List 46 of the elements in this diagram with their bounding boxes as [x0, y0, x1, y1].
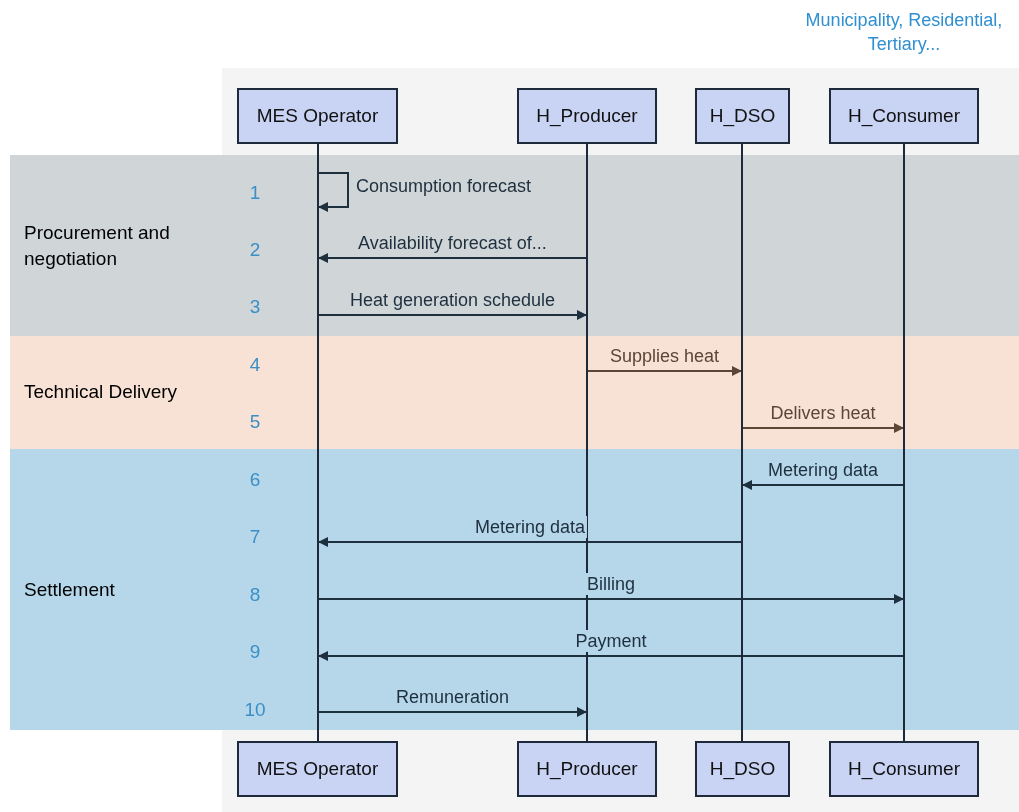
message-label: Billing [585, 573, 637, 595]
step-number: 5 [248, 411, 262, 433]
phase-label: Technical Delivery [24, 380, 179, 404]
message-arrow [742, 480, 904, 490]
participant-box [237, 88, 398, 144]
lifeline [741, 144, 743, 741]
lifeline [586, 144, 588, 741]
participant-box [517, 88, 657, 144]
lifeline [317, 144, 319, 741]
participant-note: Municipality, Residential, Tertiary... [804, 9, 1004, 56]
message-arrow [318, 594, 904, 604]
message-arrow [318, 253, 587, 263]
phase-label: Procurement and negotiation [24, 221, 171, 271]
participant-name: H_DSO [709, 756, 776, 782]
step-number: 4 [248, 354, 262, 376]
participant-name: MES Operator [256, 103, 379, 128]
participant-name: H_DSO [709, 103, 776, 129]
participant-box [695, 741, 790, 797]
message-label: Payment [573, 630, 649, 652]
participant-name: H_Consumer [848, 103, 960, 129]
participant-name: H_Consumer [848, 756, 960, 782]
participant-box [829, 88, 979, 144]
lifeline [903, 144, 905, 741]
message-arrow [318, 707, 587, 717]
participant-box [237, 741, 398, 797]
participant-name: H_Producer [536, 756, 638, 782]
step-number: 9 [248, 641, 262, 663]
participant-box [517, 741, 657, 797]
step-number: 3 [248, 296, 262, 318]
step-number: 7 [248, 526, 262, 548]
message-arrow [318, 651, 904, 661]
step-number: 8 [248, 584, 262, 606]
message-arrow [318, 310, 587, 320]
step-number: 1 [248, 182, 262, 204]
step-number: 2 [248, 239, 262, 261]
message-arrow [318, 537, 742, 547]
participant-name: MES Operator [256, 756, 379, 781]
participant-box [829, 741, 979, 797]
phase-label: Settlement [24, 578, 116, 602]
message-arrow [742, 423, 904, 433]
participant-name: H_Producer [536, 103, 638, 129]
step-number: 10 [243, 699, 267, 721]
participant-box [695, 88, 790, 144]
message-arrow [587, 366, 742, 376]
message-arrow [318, 172, 349, 212]
step-number: 6 [248, 469, 262, 491]
